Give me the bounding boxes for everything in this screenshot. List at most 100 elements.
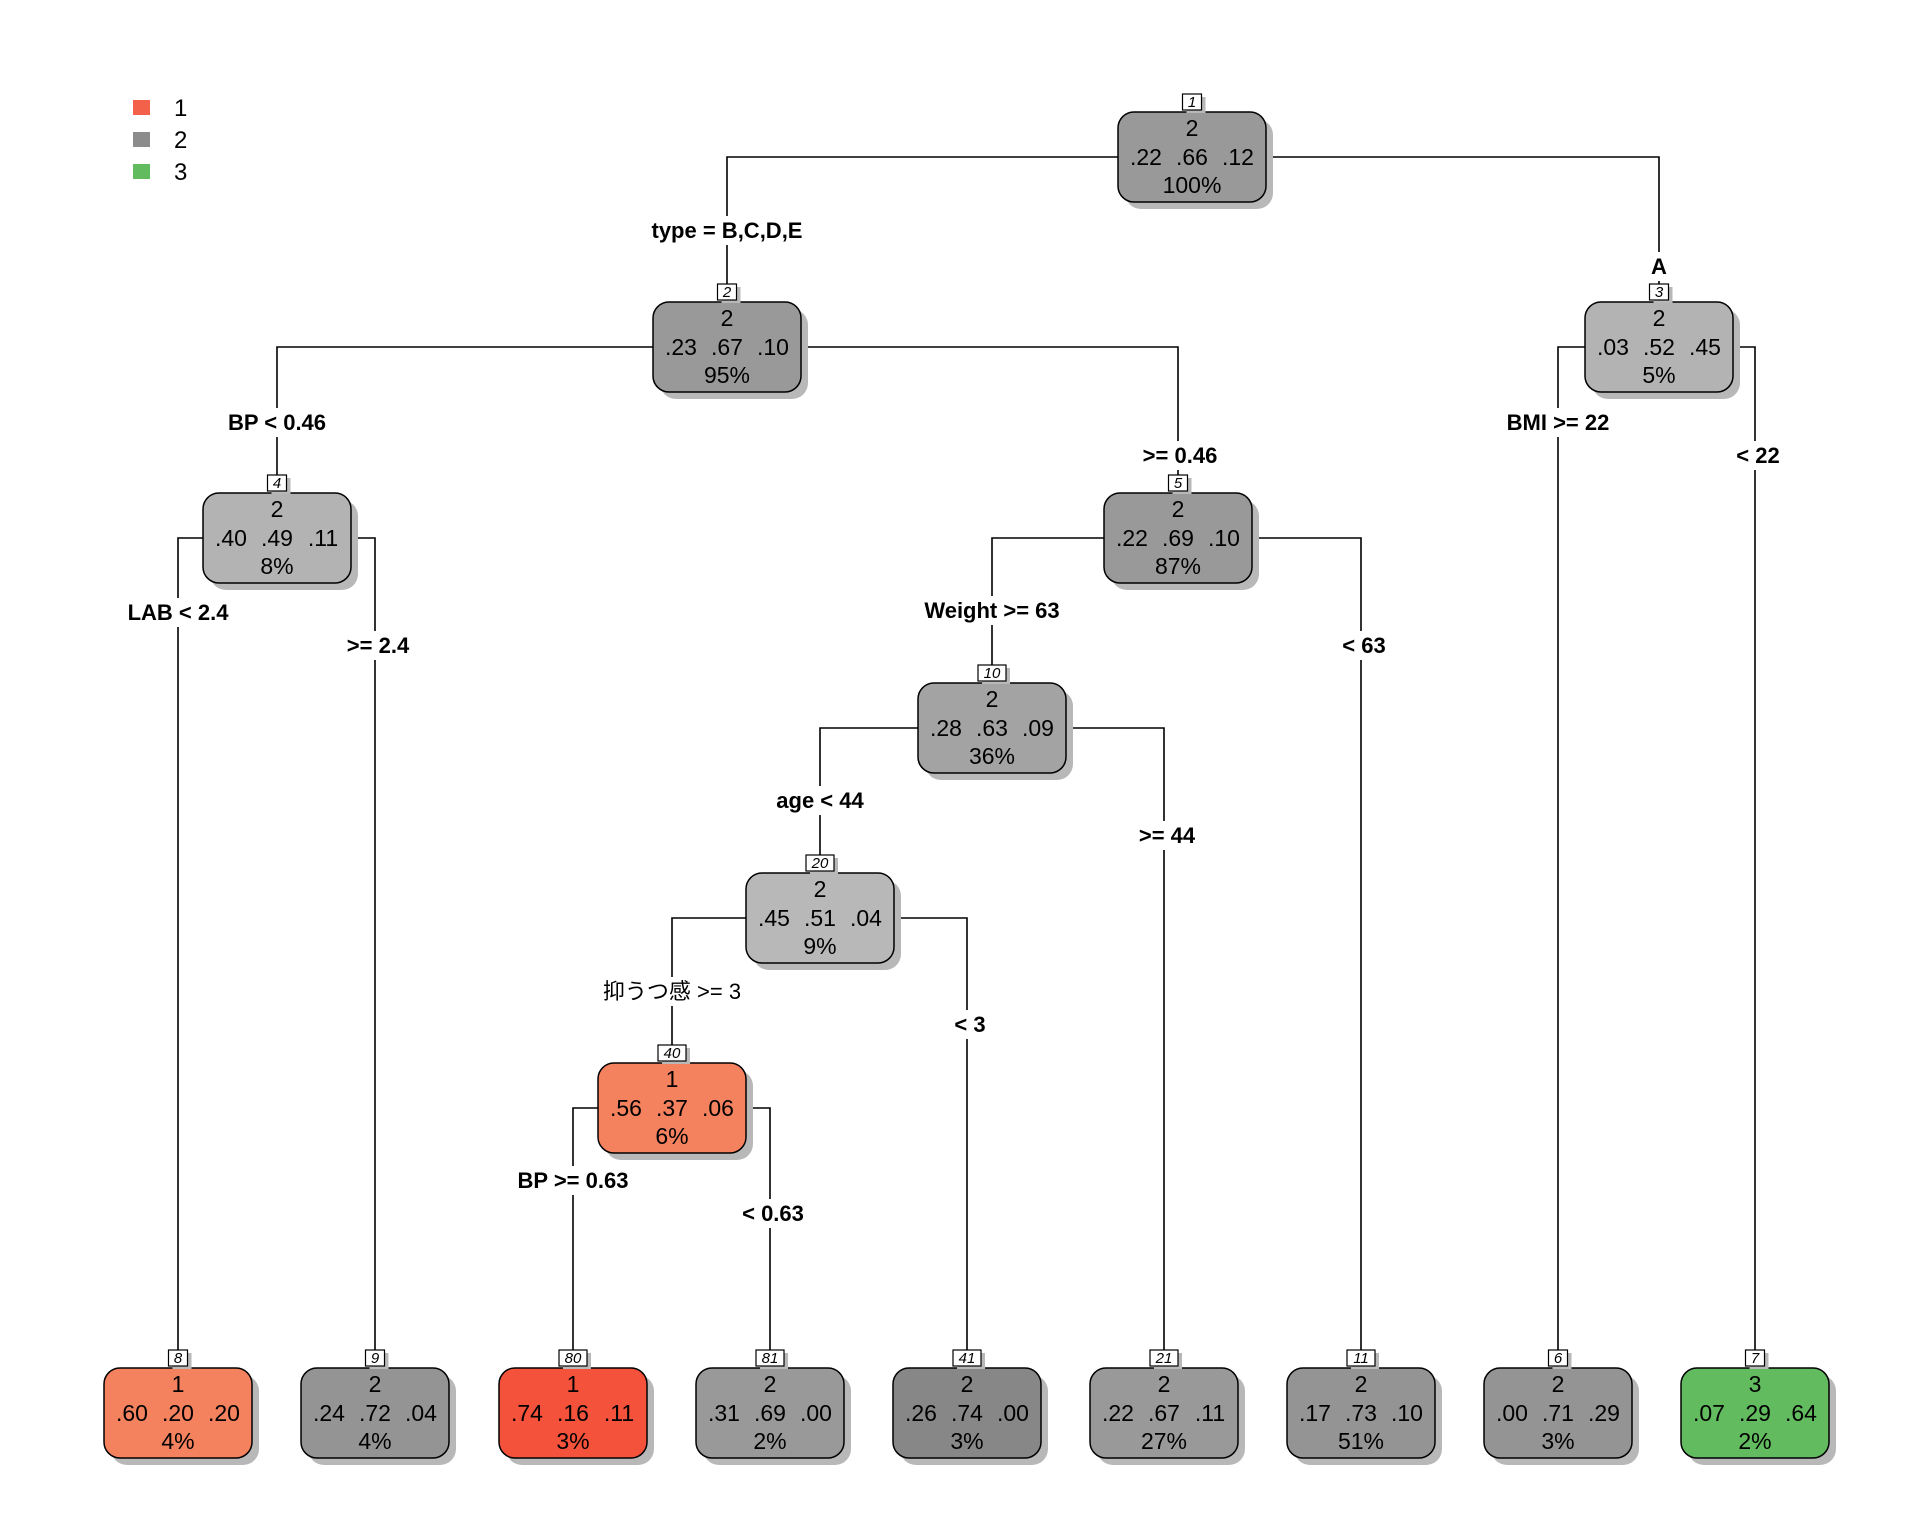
node-prob-1: .22 [1102,1400,1134,1426]
node-class: 2 [721,305,734,331]
split-label-7: < 22 [1736,443,1779,468]
tree-node-81: 812.31.69.002% [695,1349,851,1465]
edge-3-6 [1557,346,1585,1356]
tree-node-9: 92.24.72.044% [300,1349,456,1465]
node-prob-1: .07 [1693,1400,1725,1426]
tree-node-4: 42.40.49.118% [202,474,358,590]
node-id: 8 [174,1350,183,1367]
node-id: 80 [565,1350,582,1367]
split-label-20: age < 44 [776,788,864,813]
node-id: 81 [762,1350,779,1367]
node-percent: 2% [753,1428,786,1454]
legend-label: 2 [174,127,187,154]
node-id: 41 [959,1350,976,1367]
node-prob-1: .22 [1130,144,1162,170]
node-id: 2 [722,284,732,301]
edge-10-20 [819,727,918,861]
node-id: 7 [1751,1350,1760,1367]
split-label-4: BP < 0.46 [228,410,326,435]
node-prob-3: .00 [800,1400,832,1426]
tree-node-41: 412.26.74.003% [892,1349,1048,1465]
node-id: 4 [273,475,281,492]
node-prob-3: .11 [308,525,338,551]
node-class: 1 [567,1371,580,1397]
node-id-box [977,664,1007,682]
split-label-9: >= 2.4 [347,633,410,658]
node-class: 2 [1158,1371,1171,1397]
node-percent: 5% [1642,362,1675,388]
node-id: 21 [1155,1350,1173,1367]
split-label-40: 抑うつ感 >= 3 [603,979,741,1004]
node-prob-3: .04 [405,1400,437,1426]
legend-swatch [133,164,150,179]
node-prob-1: .60 [116,1400,148,1426]
node-prob-3: .45 [1689,334,1721,360]
node-prob-3: .10 [1208,525,1240,551]
node-prob-3: .10 [1391,1400,1423,1426]
node-class: 3 [1749,1371,1762,1397]
node-prob-3: .11 [604,1400,634,1426]
legend-label: 1 [174,95,187,122]
node-class: 2 [961,1371,974,1397]
edge-5-11 [1252,537,1362,1356]
node-prob-2: .69 [754,1400,786,1426]
node-prob-1: .22 [1116,525,1148,551]
node-percent: 87% [1155,553,1201,579]
node-prob-2: .73 [1345,1400,1377,1426]
legend-label: 3 [174,159,187,186]
legend-swatch [133,132,150,147]
node-class: 2 [1172,496,1185,522]
split-label-3: A [1651,254,1667,279]
node-prob-1: .03 [1597,334,1629,360]
edge-1-2 [726,156,1118,290]
split-label-8: LAB < 2.4 [128,600,230,625]
node-prob-3: .04 [850,905,882,931]
split-label-10: Weight >= 63 [924,598,1059,623]
node-prob-2: .63 [976,715,1008,741]
split-label-81: < 0.63 [742,1201,804,1226]
edge-2-5 [801,346,1179,481]
node-id-box [1547,1349,1569,1367]
node-prob-3: .06 [702,1095,734,1121]
node-id-box [266,474,288,492]
node-id-box [558,1349,588,1367]
node-prob-2: .69 [1162,525,1194,551]
node-class: 2 [814,876,827,902]
node-prob-2: .66 [1176,144,1208,170]
node-prob-3: .09 [1022,715,1054,741]
node-percent: 3% [950,1428,983,1454]
node-id-box [167,1349,189,1367]
tree-node-40: 401.56.37.066% [597,1044,753,1160]
node-id-box [716,283,738,301]
node-id: 40 [664,1045,681,1062]
node-prob-3: .10 [757,334,789,360]
node-id-box [657,1044,687,1062]
node-id-box [1149,1349,1179,1367]
tree-node-7: 73.07.29.642% [1680,1349,1836,1465]
node-prob-1: .74 [511,1400,543,1426]
node-prob-3: .00 [997,1400,1029,1426]
node-percent: 8% [260,553,293,579]
legend-swatch [133,100,150,115]
tree-node-3: 32.03.52.455% [1584,283,1740,399]
edge-10-21 [1066,727,1165,1356]
node-id: 3 [1655,284,1664,301]
node-class: 2 [271,496,284,522]
node-prob-3: .64 [1785,1400,1817,1426]
edge-40-80 [572,1107,598,1356]
legend: 1 2 3 [133,95,187,186]
node-class: 2 [1355,1371,1368,1397]
split-label-41: < 3 [954,1012,985,1037]
node-class: 1 [666,1066,679,1092]
node-class: 2 [1653,305,1666,331]
node-percent: 95% [704,362,750,388]
edge-20-41 [894,917,968,1356]
node-prob-1: .45 [758,905,790,931]
legend-item-2: 2 [133,127,187,154]
node-prob-2: .29 [1739,1400,1771,1426]
node-id-box [364,1349,386,1367]
